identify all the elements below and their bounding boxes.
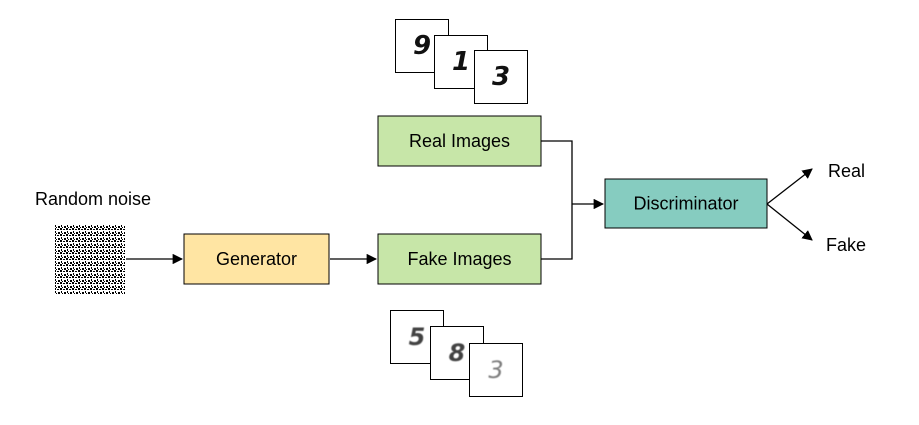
real-images-label: Real Images — [409, 131, 510, 151]
random-noise-label: Random noise — [35, 189, 152, 209]
real-output-label: Real — [828, 161, 866, 181]
fake-sample-card: 3 — [469, 343, 523, 397]
real-sample-digit: 1 — [451, 47, 471, 77]
fake-output-label: Fake — [826, 235, 867, 255]
fake-images-node: Fake Images — [377, 233, 542, 285]
real-sample-digit: 9 — [412, 31, 432, 61]
fake-images-label: Fake Images — [407, 249, 511, 269]
fake-sample-digit: 5 — [408, 323, 426, 351]
real-sample-digit: 3 — [491, 62, 511, 92]
discriminator-label: Discriminator — [633, 194, 738, 214]
generator-label: Generator — [216, 249, 297, 269]
discriminator-node: Discriminator — [604, 178, 768, 229]
real-images-node: Real Images — [377, 115, 542, 167]
random-noise-image — [55, 224, 125, 294]
to-real-output-arrow — [766, 168, 813, 205]
to-fake-output-arrow — [766, 203, 813, 241]
generator-node: Generator — [183, 233, 330, 285]
real-sample-card: 3 — [474, 50, 528, 104]
fake-sample-digit: 3 — [488, 356, 504, 384]
fake-sample-digit: 8 — [448, 339, 466, 367]
images-merge-connector — [541, 140, 573, 260]
